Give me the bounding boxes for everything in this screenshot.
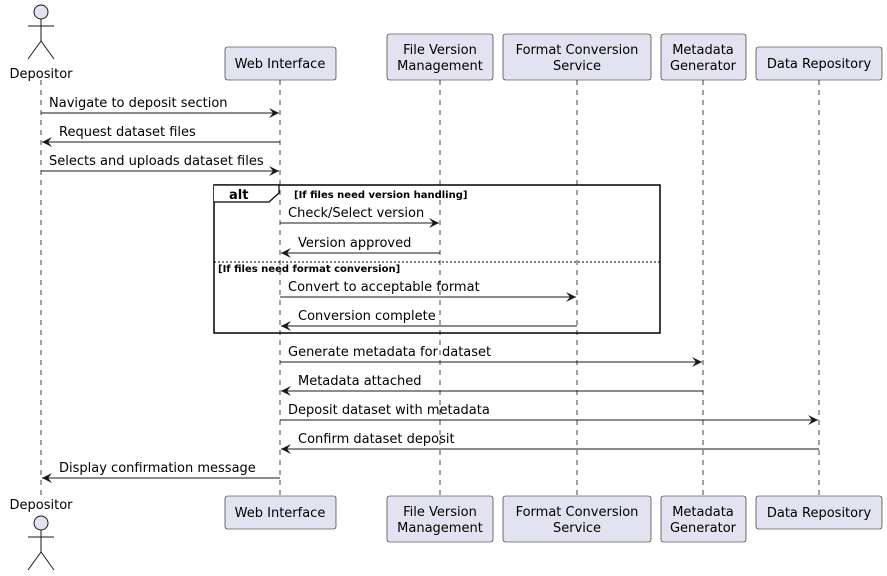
message-1: Navigate to deposit section [41, 96, 279, 118]
participant-box [755, 495, 883, 530]
participant-label-line-1: Metadata [672, 43, 734, 58]
participant-label-line-1: Format Conversion [516, 43, 639, 58]
participant-web-bottom: Web Interface [224, 495, 337, 530]
actor-icon [27, 4, 55, 60]
participant-label-line-2: Management [397, 521, 483, 536]
message-8: Generate metadata for dataset [280, 345, 702, 367]
participant-box [660, 495, 747, 543]
participant-label-line-2: Service [553, 521, 601, 536]
fragment-condition-2: [If files need format conversion] [218, 264, 400, 275]
message-7: Conversion complete [281, 309, 577, 331]
message-label: Conversion complete [298, 309, 436, 324]
message-label: Display confirmation message [59, 461, 256, 476]
message-12: Display confirmation message [42, 461, 280, 483]
participant-label-line-2: Service [553, 59, 601, 74]
participant-label-line-2: Generator [670, 521, 737, 536]
actor-depositor-top: Depositor [10, 4, 74, 82]
participant-label-line-1: File Version [403, 505, 477, 520]
message-label: Selects and uploads dataset files [49, 154, 264, 169]
message-9: Metadata attached [281, 374, 703, 396]
fragment-keyword: alt [229, 188, 248, 203]
message-label: Generate metadata for dataset [288, 345, 491, 360]
participant-label: Data Repository [767, 506, 872, 521]
actor-label: Depositor [10, 67, 74, 82]
actor-label: Depositor [10, 498, 74, 513]
participant-box [386, 495, 494, 543]
fragment-border [213, 184, 661, 334]
participant-web-top: Web Interface [224, 46, 337, 81]
message-label: Request dataset files [59, 125, 196, 140]
participant-label: Web Interface [235, 506, 326, 521]
participant-label-line-1: File Version [403, 43, 477, 58]
participant-box [502, 495, 652, 543]
participant-label-line-2: Generator [670, 59, 737, 74]
actor-icon [27, 515, 55, 571]
message-5: Version approved [281, 236, 440, 258]
participant-box [755, 46, 883, 81]
participant-repo-top: Data Repository [755, 46, 883, 81]
message-label: Confirm dataset deposit [298, 432, 455, 447]
participant-label: Web Interface [235, 57, 326, 72]
participant-label-line-1: Metadata [672, 505, 734, 520]
participant-label-line-1: Format Conversion [516, 505, 639, 520]
participant-repo-bottom: Data Repository [755, 495, 883, 530]
participant-box [224, 495, 337, 530]
participant-box [502, 33, 652, 81]
participant-label-line-2: Management [397, 59, 483, 74]
message-10: Deposit dataset with metadata [280, 403, 818, 425]
actor-depositor-bottom: Depositor [10, 498, 74, 571]
message-label: Convert to acceptable format [288, 280, 480, 295]
participant-label: Data Repository [767, 57, 872, 72]
alt-fragment: alt [If files need version handling] [If f… [213, 184, 661, 334]
fragment-tab [214, 184, 280, 203]
participant-box [660, 33, 747, 81]
message-6: Convert to acceptable format [280, 280, 576, 302]
message-4: Check/Select version [280, 206, 439, 228]
alt-fragment-frame: alt [If files need version handling] [If f… [213, 184, 661, 334]
participant-box [224, 46, 337, 81]
message-label: Navigate to deposit section [49, 96, 228, 111]
message-3: Selects and uploads dataset files [41, 154, 279, 176]
message-label: Check/Select version [288, 206, 424, 221]
message-11: Confirm dataset deposit [281, 432, 819, 454]
message-label: Version approved [298, 236, 411, 251]
message-2: Request dataset files [42, 125, 280, 147]
message-label: Metadata attached [298, 374, 421, 389]
participant-box [386, 33, 494, 81]
message-label: Deposit dataset with metadata [288, 403, 490, 418]
fragment-condition-1: [If files need version handling] [294, 190, 467, 201]
